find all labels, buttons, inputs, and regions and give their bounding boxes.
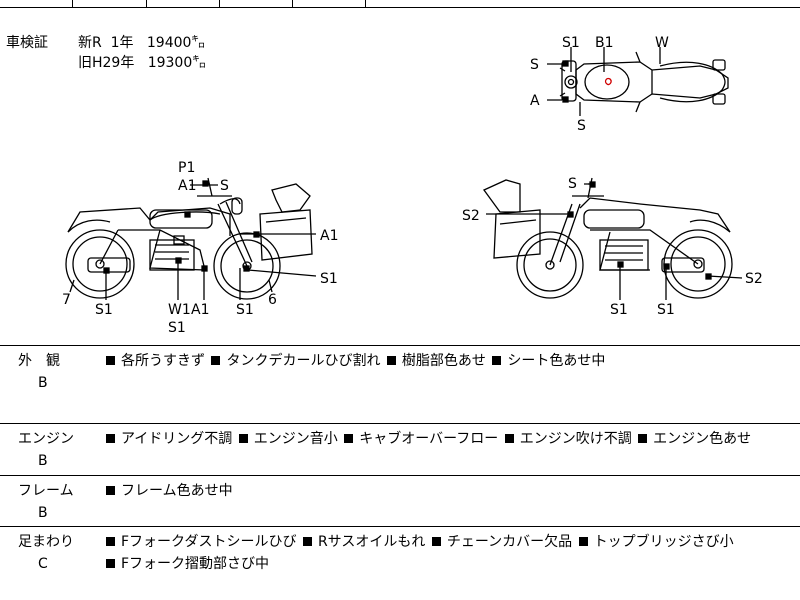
right-view-motorcycle [483,177,733,299]
inspection-old-reading: 旧H29年 19300㌔ [78,55,207,71]
condition-items: アイドリング不調 エンジン音小 キャブオーバーフロー エンジン吹け不調 エンジン… [104,428,794,450]
label-s1: S1 [657,302,675,318]
condition-items: フレーム色あせ中 [104,480,794,502]
condition-grade: B [38,453,48,469]
label-s: S [220,178,229,194]
divider [0,7,800,8]
left-view-motorcycle [65,177,313,300]
bullet-square-icon [504,433,514,443]
label-s2: S2 [462,208,480,224]
condition-row-exterior: 外 観 B 各所うすきず タンクデカールひび割れ 樹脂部色あせ シート色あせ中 [0,345,800,423]
condition-item: アイドリング不調 [104,431,232,447]
bullet-square-icon [386,355,396,365]
bullet-square-icon [106,558,115,568]
condition-category: エンジン [18,431,74,447]
bullet-square-icon [302,536,312,546]
label-w1: W1 [168,302,191,318]
label-s: S [577,118,586,134]
label-s1: S1 [320,271,338,287]
table-cell [219,0,293,7]
condition-item: Fフォーク摺動部さび中 [104,556,269,572]
condition-grade: B [38,505,48,521]
condition-table: 外 観 B 各所うすきず タンクデカールひび割れ 樹脂部色あせ シート色あせ中 … [0,345,800,600]
condition-item: 各所うすきず [104,353,205,369]
table-cell [0,0,73,7]
bullet-square-icon [106,536,115,546]
condition-items: 各所うすきず タンクデカールひび割れ 樹脂部色あせ シート色あせ中 [104,350,794,372]
label-s: S [530,57,539,73]
label-a: A [530,93,540,109]
condition-item: トップブリッジさび小 [577,534,734,550]
inspection-new-reading: 新R 1年 19400㌔ [78,35,206,51]
label-a1: A1 [320,228,338,244]
condition-category: 外 観 [18,353,60,369]
label-s1: S1 [610,302,628,318]
label-p1: P1 [178,160,195,176]
label-s1: S1 [168,320,186,336]
condition-item: タンクデカールひび割れ [209,353,380,369]
condition-category: フレーム [18,483,74,499]
condition-item: Rサスオイルもれ [301,534,425,550]
condition-grade: C [38,556,48,572]
bullet-square-icon [492,355,502,365]
label-7: 7 [62,292,71,308]
condition-item: チェーンカバー欠品 [430,534,572,550]
label-s: S [568,176,577,192]
label-w: W [655,35,669,51]
condition-item: フレーム色あせ中 [104,483,233,499]
label-6: 6 [268,292,277,308]
condition-item: エンジン色あせ [636,431,751,447]
label-s1: S1 [236,302,254,318]
table-cell [292,0,366,7]
bullet-square-icon [638,433,648,443]
condition-items: Fフォークダストシールひび Rサスオイルもれ チェーンカバー欠品 トップブリッジ… [104,531,794,575]
condition-category: 足まわり [18,534,74,550]
inspection-label: 車検証 [6,35,48,51]
previous-table-row-fragment [0,0,800,8]
inspection-certificate: 車検証 新R 1年 19400㌔ 旧H29年 19300㌔ [6,32,206,120]
label-b1: B1 [595,35,614,51]
condition-row-engine: エンジン B アイドリング不調 エンジン音小 キャブオーバーフロー エンジン吹け… [0,423,800,475]
condition-item: キャブオーバーフロー [342,431,498,447]
bullet-square-icon [106,485,115,495]
label-a1: A1 [191,302,209,318]
condition-item: 樹脂部色あせ [385,353,486,369]
top-view-motorcycle [559,51,729,113]
bullet-square-icon [578,536,588,546]
damage-diagram: S1 B1 W S A S P1 A1 S A1 S1 7 6 S1 W1 A1… [62,35,763,336]
condition-item: シート色あせ中 [490,353,605,369]
bullet-square-icon [238,433,248,443]
condition-row-frame: フレーム B フレーム色あせ中 [0,475,800,526]
label-a1: A1 [178,178,196,194]
bullet-square-icon [106,433,115,443]
bullet-square-icon [431,536,441,546]
condition-item: Fフォークダストシールひび [104,534,297,550]
condition-grade: B [38,375,48,391]
table-cell [146,0,220,7]
label-s1: S1 [95,302,113,318]
condition-item: エンジン吹け不調 [503,431,632,447]
bullet-square-icon [344,433,354,443]
label-s1: S1 [562,35,580,51]
bullet-square-icon [211,355,221,365]
label-s2: S2 [745,271,763,287]
table-cell [72,0,147,7]
condition-row-suspension: 足まわり C Fフォークダストシールひび Rサスオイルもれ チェーンカバー欠品 … [0,526,800,600]
bullet-square-icon [106,355,115,365]
condition-item: エンジン音小 [237,431,338,447]
